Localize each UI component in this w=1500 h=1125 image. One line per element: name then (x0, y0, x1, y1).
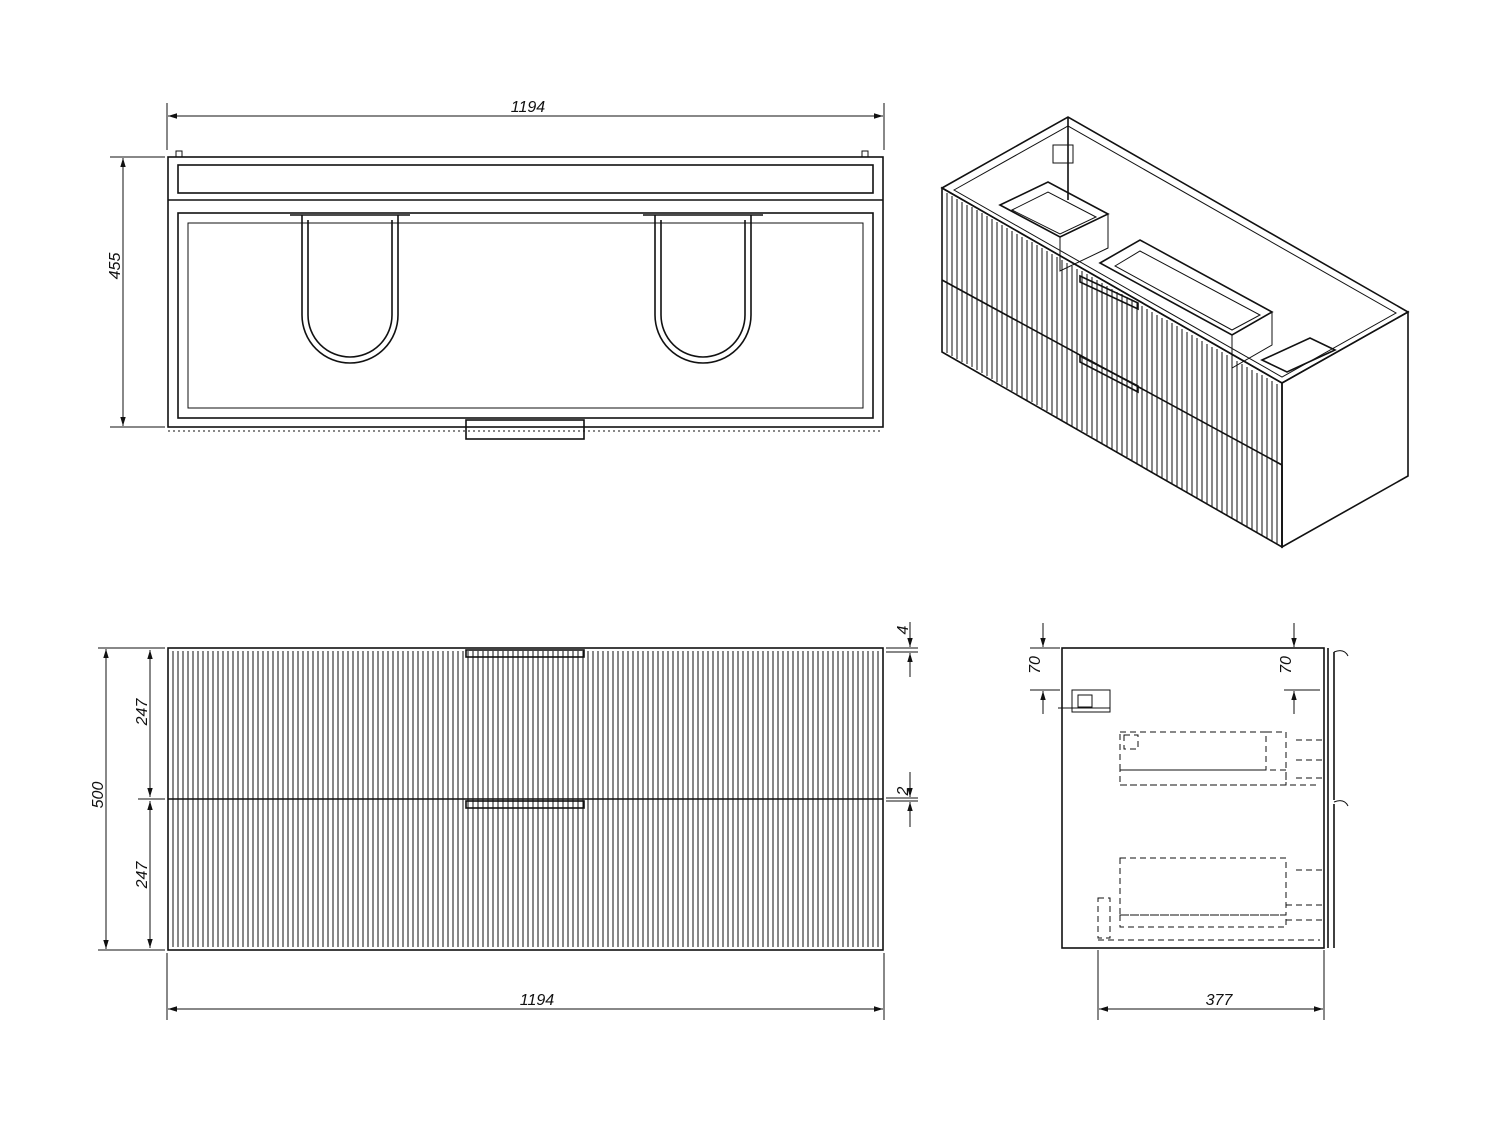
isometric-view (940, 116, 1410, 549)
side-depth-label: 377 (1206, 992, 1234, 1009)
top-width-label: 1194 (511, 99, 546, 116)
side-left-offset-label: 70 (1027, 656, 1044, 674)
mid-gap-label: 2 (895, 786, 912, 796)
left-basin-trap (290, 214, 410, 364)
upper-drawer-dashed (1119, 731, 1324, 786)
top-depth-label: 455 (107, 253, 124, 280)
top-view: 1194 455 (107, 99, 885, 440)
iso-fluting (946, 193, 1278, 544)
front-view: 500 247 247 4 2 1194 (90, 622, 918, 1020)
wall-bracket (1058, 689, 1111, 713)
front-height-label: 500 (90, 782, 107, 809)
top-gap-label: 4 (895, 625, 912, 634)
lower-drawer-handle (465, 800, 585, 809)
front-width-label: 1194 (520, 992, 555, 1009)
lower-drawer-dashed (1097, 857, 1324, 949)
upper-drawer-height-label: 247 (134, 698, 151, 727)
side-right-offset-label: 70 (1278, 656, 1295, 674)
right-basin-trap (643, 214, 763, 364)
lower-drawer-height-label: 247 (134, 861, 151, 890)
side-view: 70 70 377 (1027, 623, 1349, 1020)
top-view-handle (465, 419, 585, 440)
upper-drawer-handle (465, 649, 585, 658)
